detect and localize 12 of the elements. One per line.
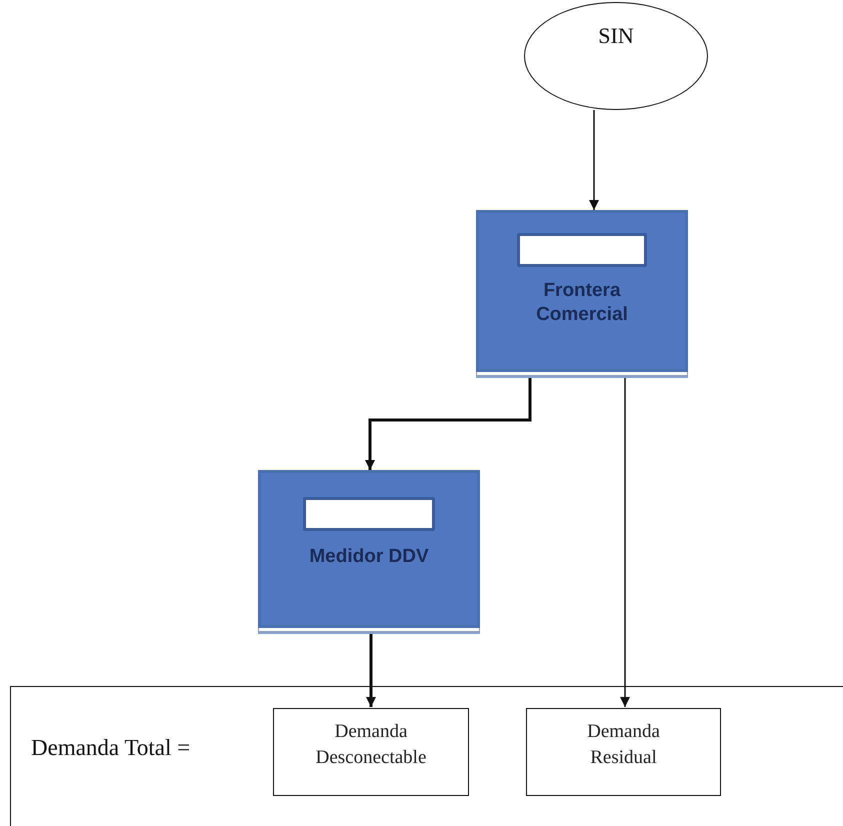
node-label: Demanda Residual	[586, 720, 661, 770]
demand-box	[526, 708, 721, 796]
display-window	[517, 233, 647, 267]
node-label: Demanda Desconectable	[314, 720, 428, 770]
equation-panel	[10, 686, 843, 826]
demand-box	[273, 708, 469, 796]
meter-label: Medidor DDV	[308, 545, 430, 569]
display-window	[303, 497, 435, 531]
arrow	[589, 110, 599, 210]
node-label: SIN	[598, 23, 634, 49]
meter-label: Frontera Comercial	[535, 279, 629, 326]
equation-label: Demanda Total =	[31, 735, 190, 761]
